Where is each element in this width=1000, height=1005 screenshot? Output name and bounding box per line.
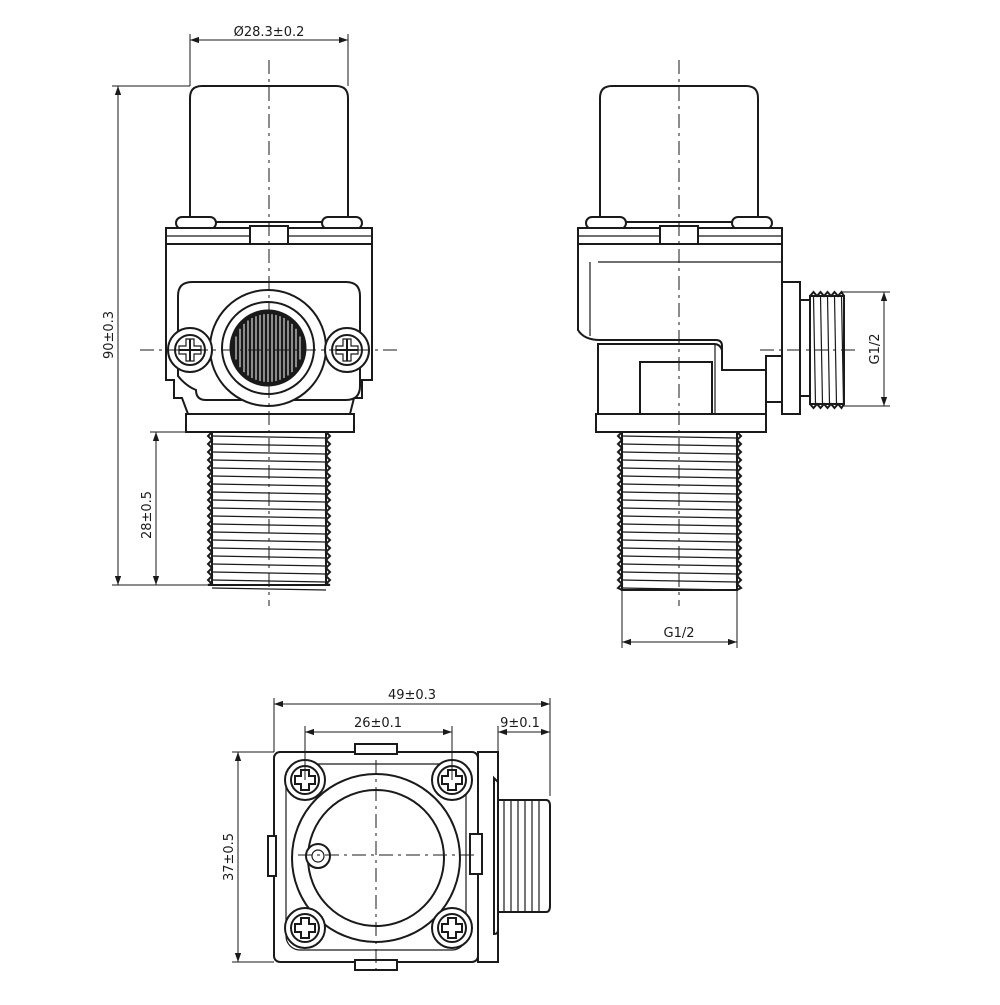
front-nut [185,413,355,433]
front-screw-right [324,327,370,373]
side-body-upper [577,243,783,371]
dim-top-width: 49±0.3 [388,688,436,703]
top-screw-bottom-left [284,907,326,949]
top-outlet-thread [497,799,551,913]
side-outlet-nut [781,281,801,415]
dim-side-inlet-thread: G1/2 [664,626,695,641]
dim-front-thread-length: 28±0.5 [140,491,155,539]
side-inlet-thread [616,431,743,591]
dim-front-diameter: Ø28.3±0.2 [234,25,305,40]
top-notch-right [469,833,483,875]
top-notch-left [267,835,277,877]
top-view: 49±0.3 26±0.1 9±0.1 37±0.5 [222,688,551,974]
dim-side-outlet-thread: G1/2 [868,334,883,365]
dim-top-depth: 37±0.5 [222,833,237,881]
side-nut [595,413,767,433]
top-screw-bottom-right [431,907,473,949]
top-notch-top [354,743,398,755]
side-view: G1/2 G1/2 [577,60,890,648]
dim-top-hole-spacing: 26±0.1 [354,716,402,731]
dim-front-height: 90±0.3 [102,311,117,359]
front-screw-left [167,327,213,373]
front-view: Ø28.3±0.2 90±0.3 28±0.5 [102,25,400,606]
dim-top-outlet-length: 9±0.1 [500,716,540,731]
top-pilot-hole [305,843,331,869]
